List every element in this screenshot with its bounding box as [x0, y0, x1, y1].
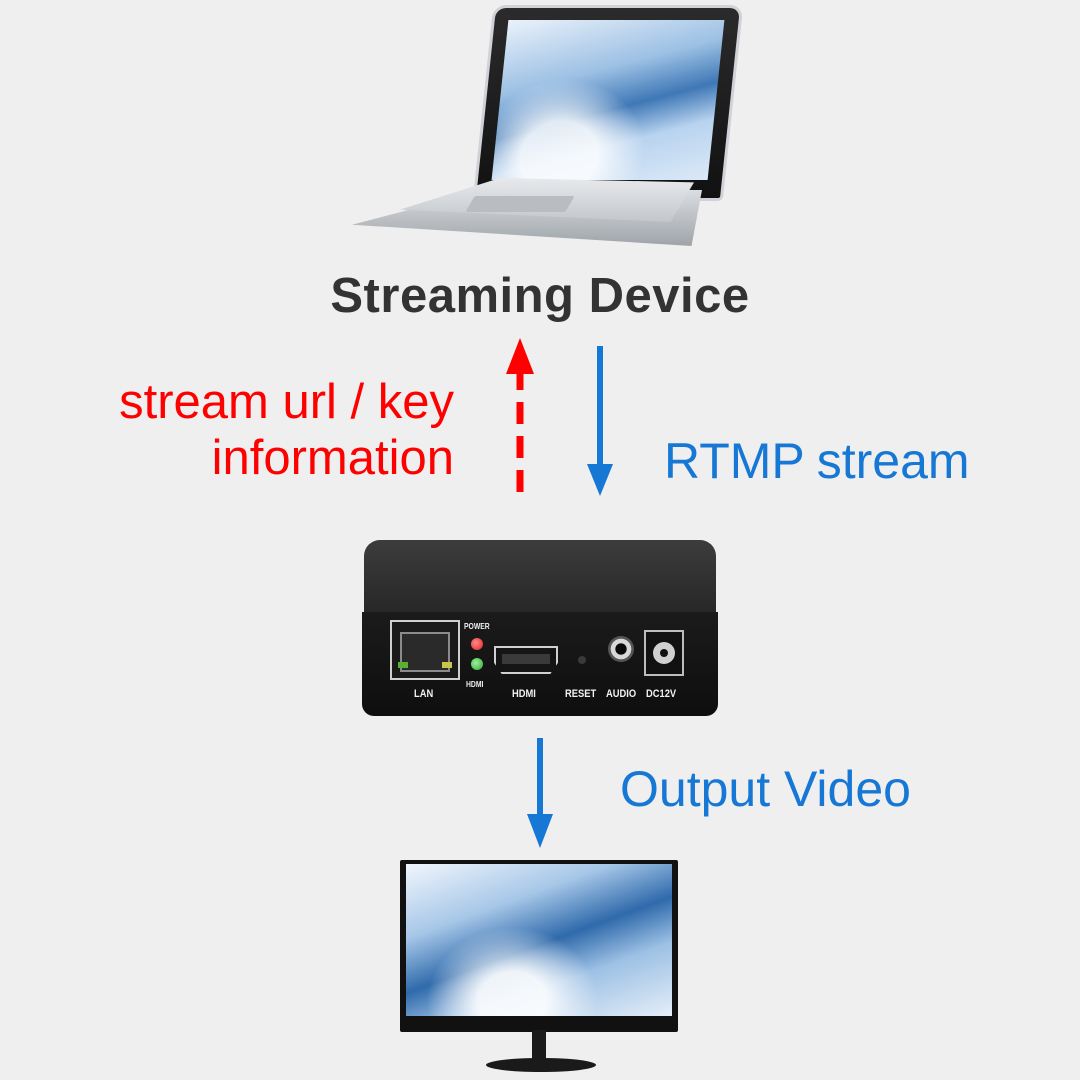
hdmi-led-label: HDMI	[466, 680, 484, 689]
stream-url-key-line1: stream url / key	[119, 375, 454, 429]
dc-power-port	[644, 630, 684, 676]
audio-label: AUDIO	[606, 688, 637, 700]
streaming-device-title: Streaming Device	[330, 269, 750, 323]
monitor-neck	[532, 1030, 546, 1064]
rtmp-label-part2: stream	[816, 433, 970, 489]
hdmi-port-pins	[502, 654, 550, 664]
lan-port-socket	[400, 632, 450, 672]
power-led-label: POWER	[464, 622, 490, 631]
monitor-stand	[486, 1058, 596, 1072]
stream-url-key-line2: information	[211, 431, 454, 485]
dc-power-pin	[660, 649, 668, 657]
reset-button	[578, 656, 586, 664]
monitor-screen	[406, 864, 672, 1016]
lan-port-label: LAN	[414, 688, 434, 700]
rtmp-label-part1: RTMP	[664, 433, 805, 489]
output-down-arrow-icon	[527, 738, 553, 848]
dc-label: DC12V	[646, 688, 677, 700]
power-led	[471, 638, 483, 650]
encoder-top	[364, 540, 716, 616]
lan-led-left	[398, 662, 408, 668]
dashed-up-arrow-icon	[506, 338, 534, 492]
hdmi-led	[471, 658, 483, 670]
stream-url-key-label: stream url / key information	[40, 374, 454, 486]
down-arrow-icon	[587, 346, 613, 496]
hdmi-port-label: HDMI	[512, 688, 536, 700]
reset-label: RESET	[565, 688, 597, 700]
audio-jack	[608, 636, 634, 662]
output-video-label: Output Video	[620, 761, 911, 817]
lan-led-right	[442, 662, 452, 668]
